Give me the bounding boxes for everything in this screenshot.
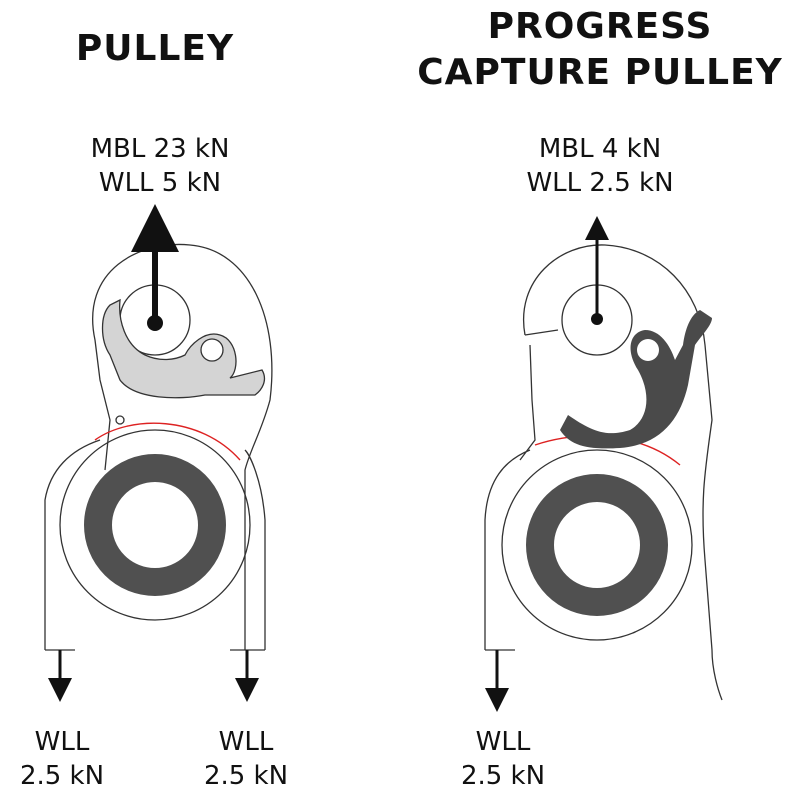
pulley-title: PULLEY <box>75 28 235 69</box>
progress-strand-wll: WLL <box>475 727 531 757</box>
cam-light <box>101 298 266 399</box>
progress-title-line1: PROGRESS <box>487 6 713 47</box>
left-strand-value: 2.5 kN <box>19 761 105 791</box>
right-strand-wll: WLL <box>218 727 274 757</box>
progress-wll-label: WLL 2.5 kN <box>526 168 674 198</box>
sheave-ring <box>526 474 668 616</box>
load-point-icon <box>591 313 603 325</box>
progress-capture-pulley-drawing <box>484 244 723 701</box>
pulley-mbl-label: MBL 23 kN <box>90 134 230 164</box>
sheave-ring <box>84 454 226 596</box>
left-strand-wll: WLL <box>34 727 90 757</box>
load-point-icon <box>147 315 163 331</box>
progress-strand-value: 2.5 kN <box>460 761 546 791</box>
outer-sheave-outline <box>59 429 251 621</box>
right-strand-value: 2.5 kN <box>203 761 289 791</box>
progress-mbl-label: MBL 4 kN <box>538 134 662 164</box>
cam-dark <box>560 310 712 449</box>
rope-capture-line <box>94 422 241 461</box>
pulley-wll-label: WLL 5 kN <box>98 168 222 198</box>
pulley-drawing <box>44 243 273 651</box>
progress-title-line2: CAPTURE PULLEY <box>417 52 783 93</box>
side-plate-outline <box>44 243 273 650</box>
